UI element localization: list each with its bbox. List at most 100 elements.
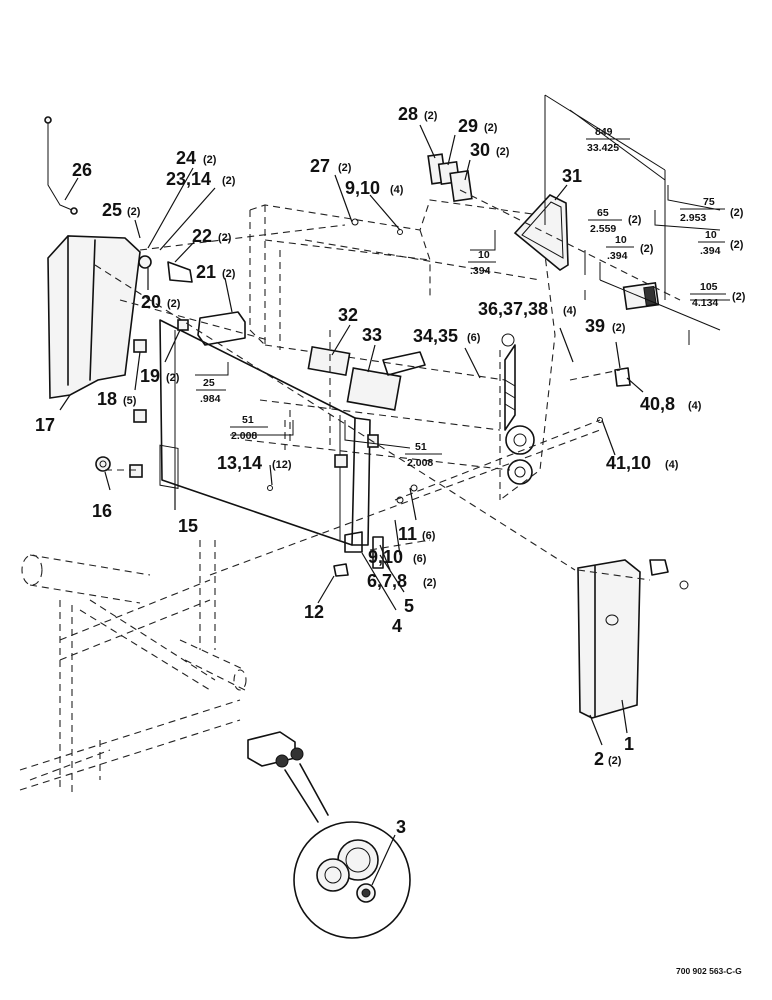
callout-18-qty: (5) [123,395,137,407]
drawing-number: 700 902 563-C-G [676,966,742,976]
callout-13-14-qty: (12) [272,459,292,471]
dim-10a-top: 10 [705,229,717,241]
dim-10a-bottom: .394 [700,245,721,257]
callout-9-10-bottom: 9,10 [368,547,403,567]
dim-10c-bottom: .394 [470,265,491,277]
callout-31: 31 [562,166,582,186]
callout-28-qty: (2) [424,110,438,122]
callout-5: 5 [404,596,414,616]
dimension-labels: 849 33.425 75 2.953 (2) 65 2.559 (2) 10 … [196,126,746,469]
callout-24: 24 [176,148,196,168]
callout-22-qty: (2) [218,232,232,244]
triangle-decal [513,194,569,271]
callout-19-qty: (2) [166,372,180,384]
callout-18: 18 [97,389,117,409]
callout-32: 32 [338,305,358,325]
callout-39: 39 [585,316,605,336]
callout-26: 26 [72,160,92,180]
callout-41-10-qty: (4) [665,459,679,471]
dim-105-top: 105 [700,281,718,293]
callout-25-qty: (2) [127,206,141,218]
side-decal [622,281,660,311]
callout-30-qty: (2) [496,146,510,158]
dim-65-top: 65 [597,207,609,219]
main-housing-outline [244,199,556,501]
callout-29: 29 [458,116,478,136]
front-panel [159,319,371,546]
callout-30: 30 [470,140,490,160]
callout-21-qty: (2) [222,268,236,280]
dim-51b-bottom: 2.008 [407,457,433,469]
callout-36-37-38: 36,37,38 [478,299,548,319]
dim-65-bottom: 2.559 [590,223,616,235]
callout-1: 1 [624,734,634,754]
callout-13-14: 13,14 [217,453,262,473]
callout-11: 11 [398,524,417,544]
callout-labels: 26 24 (2) 23,14 (2) 25 (2) 22 (2) 20 (2)… [35,104,702,837]
callout-11-qty: (6) [422,530,436,542]
callout-39-qty: (2) [612,322,626,334]
callout-20-qty: (2) [167,298,181,310]
left-shield [47,235,141,399]
dim-51a-bottom: 2.008 [231,430,257,442]
callout-40-8-qty: (4) [688,400,702,412]
dim-25-bottom: .984 [200,393,221,405]
alignment-lines [94,189,681,581]
callout-34-35-qty: (6) [467,332,481,344]
dim-25-top: 25 [203,377,215,389]
dim-10b-top: 10 [615,234,627,246]
callout-19: 19 [140,366,160,386]
dim-105-bottom: 4.134 [692,297,718,309]
dim-10b-qty: (2) [640,243,654,255]
callout-23-qty: (2) [222,175,236,187]
brackets [167,261,669,577]
dim-75-top: 75 [703,196,715,208]
callout-24-qty: (2) [203,154,217,166]
tongue-frame [19,540,247,795]
dimension-lines [195,94,730,449]
dim-75-qty: (2) [730,207,744,219]
dim-849-top: 849 [595,126,613,138]
callout-41-10: 41,10 [606,453,651,473]
callout-9-10-top: 9,10 [345,178,380,198]
dim-10b-bottom: .394 [607,250,628,262]
callout-4: 4 [392,616,402,636]
dim-65-qty: (2) [628,214,642,226]
callout-15: 15 [178,516,198,536]
callout-28: 28 [398,104,418,124]
callout-2: 2 [594,749,604,769]
dim-10c-top: 10 [478,249,490,261]
callout-9-10-top-qty: (4) [390,184,404,196]
callout-20: 20 [141,292,161,312]
callout-3: 3 [396,817,406,837]
dim-51b-top: 51 [415,441,427,453]
callout-23: 23,14 [166,169,211,189]
inset-detail [247,731,411,939]
dim-105-qty: (2) [732,291,746,303]
callout-27-qty: (2) [338,162,352,174]
callout-12: 12 [304,602,324,622]
callout-33: 33 [362,325,382,345]
callout-6-7-8: 6,7,8 [367,571,407,591]
decal-stack [427,153,473,203]
dim-75-bottom: 2.953 [680,212,706,224]
dim-849-bottom: 33.425 [587,142,619,154]
callout-16: 16 [92,501,112,521]
callout-36-37-38-qty: (4) [563,305,577,317]
callout-34-35: 34,35 [413,326,458,346]
callout-29-qty: (2) [484,122,498,134]
dim-10a-qty: (2) [730,239,744,251]
leader-lines [59,124,644,746]
right-shield [577,559,641,719]
dim-51a-top: 51 [242,414,254,426]
callout-21: 21 [196,262,216,282]
callout-25: 25 [102,200,122,220]
gearbox [501,333,535,485]
callout-9-10-bottom-qty: (6) [413,553,427,565]
callout-2-qty: (2) [608,755,622,767]
callout-22: 22 [192,226,212,246]
callout-40-8: 40,8 [640,394,675,414]
callout-6-7-8-qty: (2) [423,577,437,589]
